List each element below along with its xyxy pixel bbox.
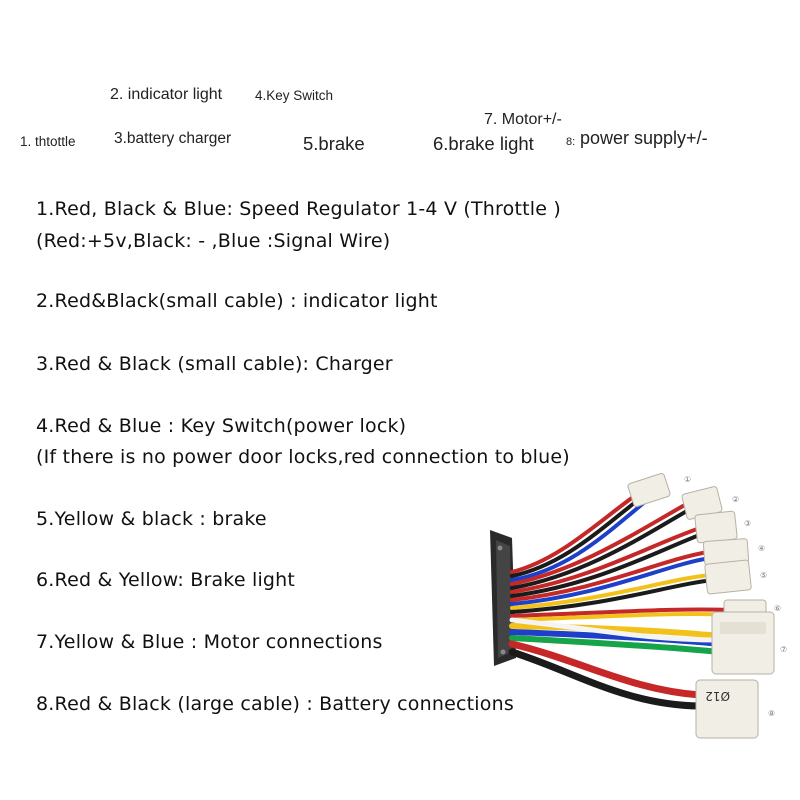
- mounting-plate: [490, 530, 516, 666]
- desc-brake: 5.Yellow & black : brake: [36, 508, 267, 530]
- connector-2-number: ②: [732, 495, 739, 504]
- wire-bundle: [508, 490, 734, 710]
- connector-5: ⑤: [704, 559, 767, 595]
- desc-brake-light: 6.Red & Yellow: Brake light: [36, 569, 296, 591]
- desc-key-switch: 4.Red & Blue : Key Switch(power lock): [36, 415, 407, 437]
- connector-7-number: ⑦: [780, 645, 787, 654]
- connector-4: ④: [702, 538, 765, 566]
- label-brake-light: 6.brake light: [433, 133, 534, 154]
- connector-5-number: ⑤: [760, 571, 767, 580]
- desc-motor: 7.Yellow & Blue : Motor connections: [36, 631, 383, 653]
- connector-7: ⑦: [711, 611, 787, 675]
- label-brake: 5.brake: [303, 133, 365, 154]
- connector-1: ①: [627, 472, 691, 508]
- label-throttle: 1. thtottle: [20, 134, 76, 149]
- label-indicator-light: 2. indicator light: [110, 86, 223, 103]
- label-key-switch: 4.Key Switch: [255, 88, 334, 103]
- connector-4-number: ④: [758, 544, 765, 553]
- label-power-supply: power supply+/-: [580, 128, 708, 148]
- connector-3: ③: [694, 510, 751, 544]
- desc-indicator-light: 2.Red&Black(small cable) : indicator lig…: [36, 290, 438, 312]
- desc-throttle-detail: (Red:+5v,Black: - ,Blue :Signal Wire): [36, 230, 391, 252]
- connector-1-number: ①: [684, 475, 691, 484]
- connector-3-number: ③: [744, 519, 751, 528]
- label-motor: 7. Motor+/-: [484, 111, 562, 128]
- connector-8-marking: Ø12: [705, 689, 730, 703]
- connector-8-number: ⑧: [768, 709, 775, 718]
- label-power-supply-prefix: 8:: [566, 136, 576, 148]
- desc-key-switch-note: (If there is no power door locks,red con…: [36, 446, 570, 468]
- desc-battery: 8.Red & Black (large cable) : Battery co…: [36, 693, 514, 715]
- desc-throttle: 1.Red, Black & Blue: Speed Regulator 1-4…: [36, 198, 561, 220]
- desc-charger: 3.Red & Black (small cable): Charger: [36, 353, 393, 375]
- connector-8: Ø12 ⑧: [695, 679, 775, 739]
- connector-6-number: ⑥: [774, 604, 781, 613]
- label-battery-charger: 3.battery charger: [114, 130, 232, 147]
